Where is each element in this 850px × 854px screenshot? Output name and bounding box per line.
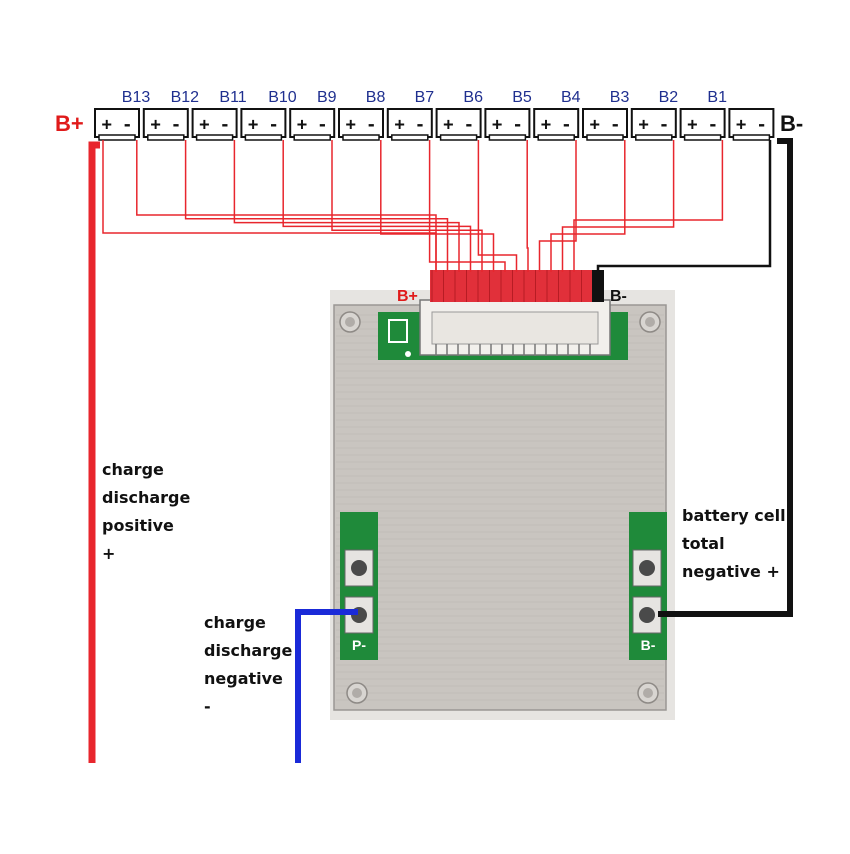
connector-block-foot: [342, 134, 380, 141]
connector-polarity-text: + -: [199, 115, 230, 135]
terminal-label-b8: B8: [365, 89, 386, 106]
terminal-label-b3: B3: [609, 89, 630, 106]
balance-sense-wire: [136, 140, 437, 272]
balance-sense-wire: [477, 140, 518, 272]
connector-block: [435, 108, 482, 138]
connector-polarity-text: + -: [541, 115, 572, 135]
connector-block-foot: [244, 134, 283, 141]
connector-block-foot: [537, 134, 575, 141]
balance-sense-wire-bplus: [102, 140, 437, 272]
connector-block: [338, 108, 384, 138]
terminal-label-b10: B10: [268, 89, 297, 106]
board-heatsink: [333, 304, 667, 711]
pcb-marking: [388, 319, 408, 343]
annotation-line: total: [682, 534, 725, 553]
charge-discharge-negative-wire: [295, 609, 358, 763]
connector-polarity-text: + -: [638, 115, 669, 135]
screw-center: [345, 317, 355, 327]
annotation-line: battery cell: [682, 506, 786, 525]
terminal-label-b13: B13: [121, 89, 151, 106]
bplus-label: B+: [55, 111, 84, 136]
connector-polarity-text: + -: [492, 115, 523, 135]
annotation-line: positive: [102, 516, 174, 535]
annotation-line: negative: [204, 669, 283, 688]
terminal-label-b1: B1: [707, 89, 727, 106]
terminal-label-b9: B9: [317, 89, 337, 106]
connector-polarity-text: + -: [736, 115, 767, 135]
connector-block-foot: [683, 134, 722, 141]
solder-hole: [639, 607, 655, 623]
connector-polarity-text: + -: [102, 115, 133, 135]
terminal-label-b5: B5: [512, 89, 532, 106]
balance-sense-wire: [233, 140, 460, 272]
connector-block-foot: [439, 134, 478, 141]
connector-block-foot: [195, 134, 234, 141]
annotation-line: negative +: [682, 562, 780, 581]
balance-sense-wire: [538, 140, 577, 272]
connector-block-foot: [732, 134, 771, 141]
connector-block-foot: [391, 134, 429, 141]
balance-wire-ribbon: [430, 270, 592, 302]
connector-block-foot: [293, 134, 331, 141]
annotation-line: charge: [102, 460, 164, 479]
battery-cell-total-negative-label: battery cell total negative +: [682, 502, 786, 586]
screw-center: [645, 317, 655, 327]
terminal-label-b11: B11: [219, 89, 247, 106]
connector-block-foot: [586, 134, 624, 141]
balance-sense-wire-bminus: [596, 140, 772, 272]
connector-polarity-text: + -: [443, 115, 474, 135]
terminal-label-b6: B6: [463, 89, 483, 106]
balance-sense-wire: [282, 140, 472, 272]
connector-block-foot: [98, 134, 136, 141]
terminal-label-b2: B2: [658, 89, 679, 106]
pad-left-label: P-: [352, 637, 366, 653]
pcb-via: [405, 351, 411, 357]
balance-sense-wire: [573, 140, 724, 272]
connector-block-foot: [147, 134, 185, 141]
solder-hole: [351, 560, 367, 576]
balance-sense-wire: [380, 140, 495, 272]
balance-sense-wire: [550, 140, 626, 272]
connector-block: [240, 108, 287, 138]
bminus-label: B-: [780, 111, 804, 136]
balance-sense-wire: [428, 140, 506, 272]
connector-polarity-text: + -: [297, 115, 328, 135]
balance-sense-wire: [561, 140, 675, 272]
screw-center: [352, 688, 362, 698]
terminal-label-b7: B7: [414, 89, 435, 106]
balance-sense-wire: [184, 140, 449, 272]
charge-discharge-negative-label: charge discharge negative -: [204, 609, 292, 721]
battery-total-negative-wire: [658, 138, 793, 617]
connector-polarity-text: + -: [150, 115, 181, 135]
charge-discharge-positive-label: charge discharge positive +: [102, 456, 190, 568]
pad-right-label: B-: [641, 637, 656, 653]
board-connector-bminus: B-: [610, 288, 627, 305]
balance-sense-wire: [526, 140, 529, 272]
board-connector-bplus: B+: [397, 288, 418, 305]
connector-polarity-text: + -: [248, 115, 279, 135]
balance-sense-wire: [331, 140, 483, 272]
connector-polarity-text: + -: [394, 115, 425, 135]
annotation-line: +: [102, 544, 116, 563]
balance-wire-ground: [592, 270, 604, 302]
balance-connector-slot: [431, 311, 599, 345]
connector-polarity-text: + -: [346, 115, 377, 135]
terminal-label-b4: B4: [561, 89, 581, 106]
connector-block: [533, 108, 580, 138]
screw-center: [643, 688, 653, 698]
annotation-line: discharge: [102, 488, 191, 507]
connector-polarity-text: + -: [687, 115, 718, 135]
terminal-label-b12: B12: [170, 89, 200, 106]
charge-discharge-positive-wire: [88, 141, 100, 763]
annotation-line: discharge: [204, 641, 293, 660]
connector-block-foot: [635, 134, 673, 141]
annotation-line: -: [204, 697, 211, 716]
connector-block-foot: [488, 134, 527, 141]
connector-polarity-text: + -: [590, 115, 621, 135]
solder-hole: [639, 560, 655, 576]
annotation-line: charge: [204, 613, 266, 632]
